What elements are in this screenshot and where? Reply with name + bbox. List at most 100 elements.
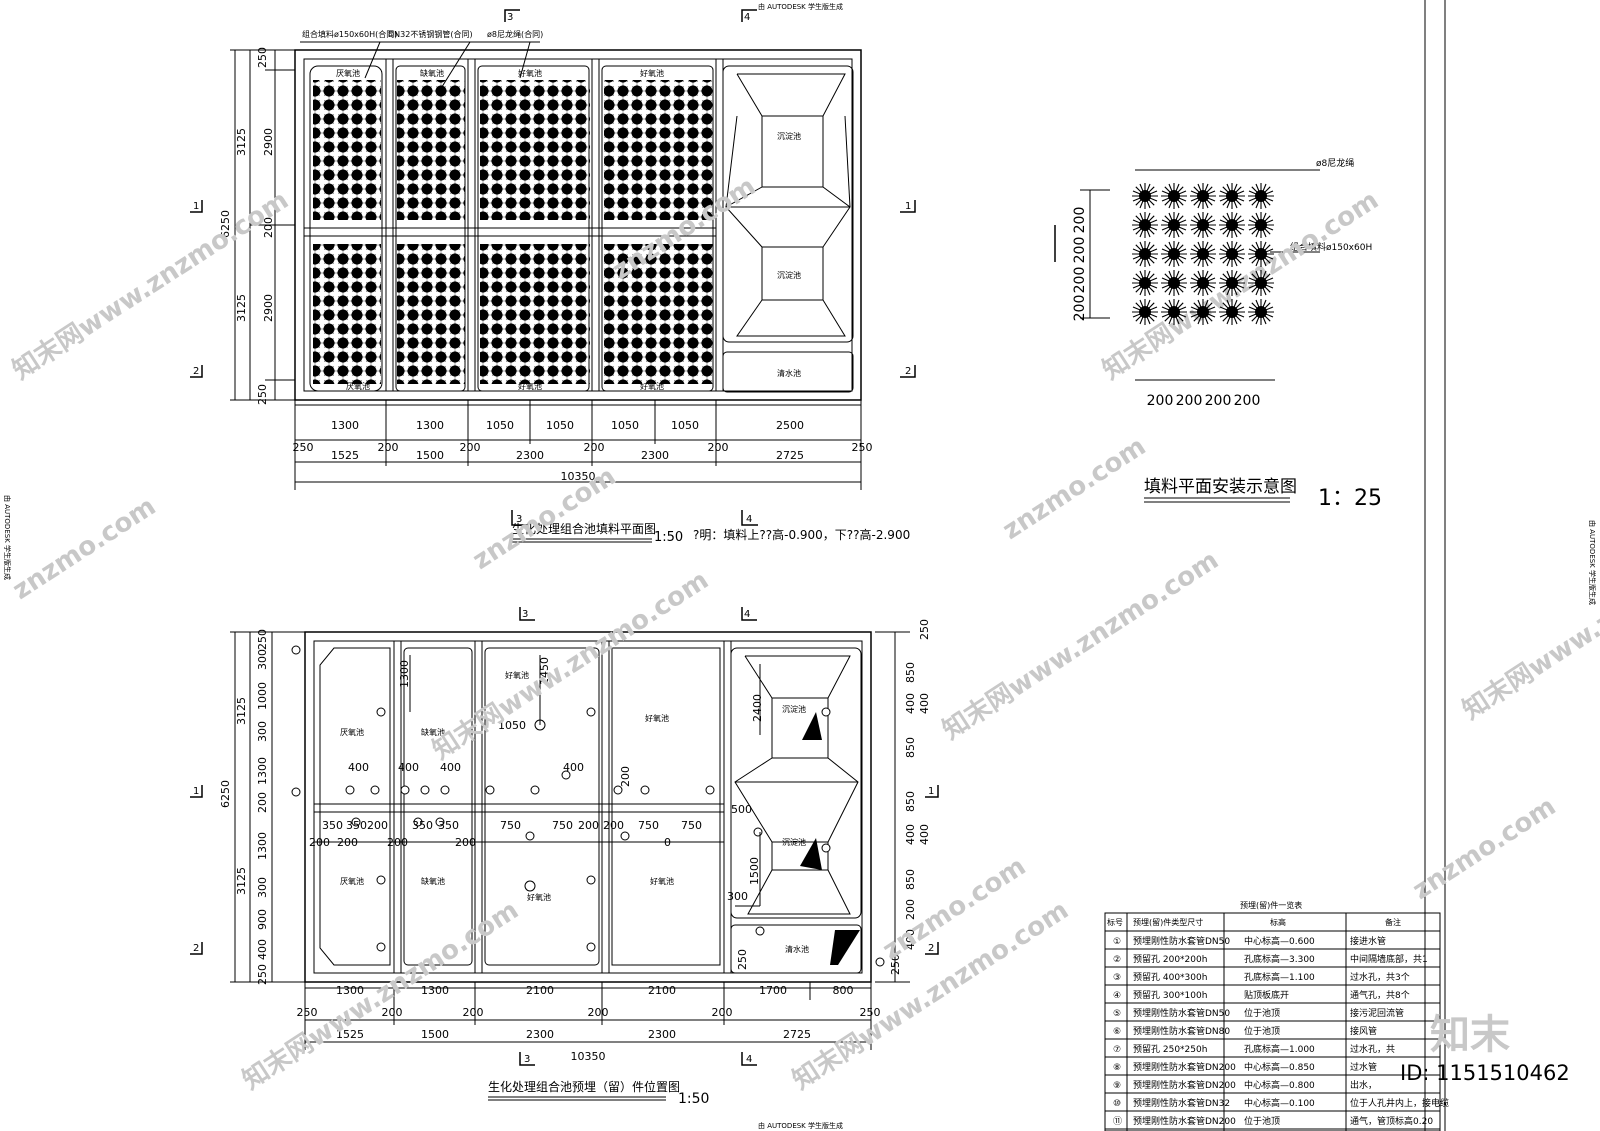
dim-text: 400 <box>348 761 369 774</box>
watermark-text: 知末网www.znzmo.com <box>937 545 1224 746</box>
dim-text: 2300 <box>648 1028 676 1041</box>
room-label: 沉淀池 <box>777 131 801 141</box>
table-header: 标高 <box>1270 917 1286 927</box>
autodesk-stamp: 由 AUTODESK 学生版生成 <box>3 495 12 580</box>
dim-text: 1300 <box>398 660 411 688</box>
dim-text: 250 <box>918 619 931 640</box>
table-cell: 预埋刚性防水套管DN80 <box>1133 1025 1230 1037</box>
plan1-title: 生化处理组合池填料平面图 <box>512 521 656 536</box>
fill-media-unit <box>1247 298 1275 326</box>
room-label: 清水池 <box>777 368 801 378</box>
dim-text: 200 <box>1072 207 1088 234</box>
section-mark: 2 <box>193 366 199 377</box>
fill-media-unit <box>1131 211 1159 239</box>
dim-text: 2300 <box>641 449 669 462</box>
table-cell: 位于池顶 <box>1244 1025 1280 1037</box>
fill-media-unit <box>1247 182 1275 210</box>
detail-media-grid <box>1131 182 1275 326</box>
fill-media-block <box>604 244 714 384</box>
dim-text: 750 <box>500 819 521 832</box>
dim-text: 200 <box>1176 393 1203 409</box>
room-label: 沉淀池 <box>777 270 801 280</box>
dim-text: 1300 <box>331 419 359 432</box>
plan1-drawing <box>190 9 916 526</box>
table-cell: ⑦ <box>1113 1045 1121 1055</box>
table-cell: 预留孔 200*200h <box>1133 953 1207 965</box>
watermark-text: 知末网www.znzmo.com <box>1457 525 1600 726</box>
table-cell: ⑥ <box>1113 1027 1121 1037</box>
table-cell: 中心标高—0.100 <box>1244 1097 1315 1109</box>
section-mark: 4 <box>746 514 752 525</box>
table-cell: 预留孔 400*300h <box>1133 971 1207 983</box>
table-cell: 接污泥回流管 <box>1350 1007 1404 1019</box>
dim-text: 1500 <box>421 1028 449 1041</box>
leader-label: DN32不锈钢钢管(合同) <box>388 29 473 39</box>
table-cell: 预埋刚性防水套管DN200 <box>1133 1061 1236 1073</box>
dim-text: 300 <box>256 649 269 670</box>
section-mark: 1 <box>193 201 199 212</box>
table-cell: 位于池顶 <box>1244 1115 1280 1127</box>
dim-text: 200 <box>578 819 599 832</box>
dim-text: 1300 <box>421 984 449 997</box>
section-mark: 4 <box>746 1054 752 1065</box>
dim-text: 850 <box>904 737 917 758</box>
plan2-title: 生化处理组合池预埋（留）件位置图 <box>488 1079 680 1094</box>
dim-text: 1000 <box>256 682 269 710</box>
table-cell: 通气孔，共8个 <box>1350 989 1410 1001</box>
fill-media-unit <box>1131 298 1159 326</box>
fill-media-unit <box>1247 240 1275 268</box>
dim-text: 1525 <box>336 1028 364 1041</box>
fill-media-unit <box>1218 211 1246 239</box>
dim-text: 750 <box>681 819 702 832</box>
dim-text: 200 <box>584 441 605 454</box>
dim-text: 200 <box>1072 295 1088 322</box>
fill-media-unit <box>1247 211 1275 239</box>
dim-text: 200 <box>460 441 481 454</box>
dim-text: 200 <box>378 441 399 454</box>
table-cell: 预埋刚性防水套管DN50 <box>1133 1007 1230 1019</box>
table-cell: 位于人孔井内上，接电缆 <box>1350 1097 1449 1109</box>
dim-text: 200 <box>455 836 476 849</box>
watermark-text: znzmo.com <box>1407 791 1561 905</box>
fill-media-unit <box>1189 240 1217 268</box>
dim-text: 200 <box>1147 393 1174 409</box>
watermark-text: znzmo.com <box>467 461 621 575</box>
table-cell: 出水， <box>1350 1079 1377 1091</box>
dim-text: 1050 <box>486 419 514 432</box>
dim-text: 800 <box>833 984 854 997</box>
detail-label-fill: 组合填料ø150x60H <box>1290 241 1372 253</box>
table-cell: ④ <box>1113 991 1121 1001</box>
watermark-text: znzmo.com <box>997 431 1151 545</box>
dim-text: 0 <box>664 836 671 849</box>
dim-text: 2300 <box>526 1028 554 1041</box>
autodesk-stamp: 由 AUTODESK 学生版生成 <box>758 2 843 11</box>
dim-text: 300 <box>256 721 269 742</box>
dim-text: 200 <box>309 836 330 849</box>
room-label: 好氧池 <box>518 381 542 391</box>
fill-media-unit <box>1189 269 1217 297</box>
fill-media-unit <box>1247 269 1275 297</box>
table-cell: 通气，管顶标高0.20 <box>1350 1115 1433 1127</box>
table-cell: 中间隔墙底部，共1 <box>1350 953 1428 965</box>
table-cell: 预埋刚性防水套管DN50 <box>1133 935 1230 947</box>
fill-media-unit <box>1160 211 1188 239</box>
id-watermark: ID: 1151510462 <box>1400 1061 1570 1085</box>
table-title: 预埋(留)件一览表 <box>1240 900 1302 910</box>
dim-text: 1300 <box>256 832 269 860</box>
table-cell: ⑪ <box>1113 1116 1122 1127</box>
dim-text: 400 <box>918 693 931 714</box>
dim-text: 10350 <box>571 1050 606 1063</box>
table-header: 备注 <box>1385 917 1401 927</box>
fill-media-block <box>397 244 465 384</box>
plan2-dimensions <box>230 631 910 1050</box>
dim-text: 750 <box>552 819 573 832</box>
table-cell: 孔底标高—1.000 <box>1244 1043 1315 1055</box>
dim-text: 1300 <box>416 419 444 432</box>
autodesk-stamp: 由 AUTODESK 学生版生成 <box>758 1121 843 1130</box>
dim-text: 400 <box>440 761 461 774</box>
room-label: 沉淀池 <box>782 704 806 714</box>
dim-text: 200 <box>712 1006 733 1019</box>
table-cell: 预留孔 250*250h <box>1133 1043 1207 1055</box>
dim-text: 850 <box>904 869 917 890</box>
dim-text: 350 <box>346 819 367 832</box>
